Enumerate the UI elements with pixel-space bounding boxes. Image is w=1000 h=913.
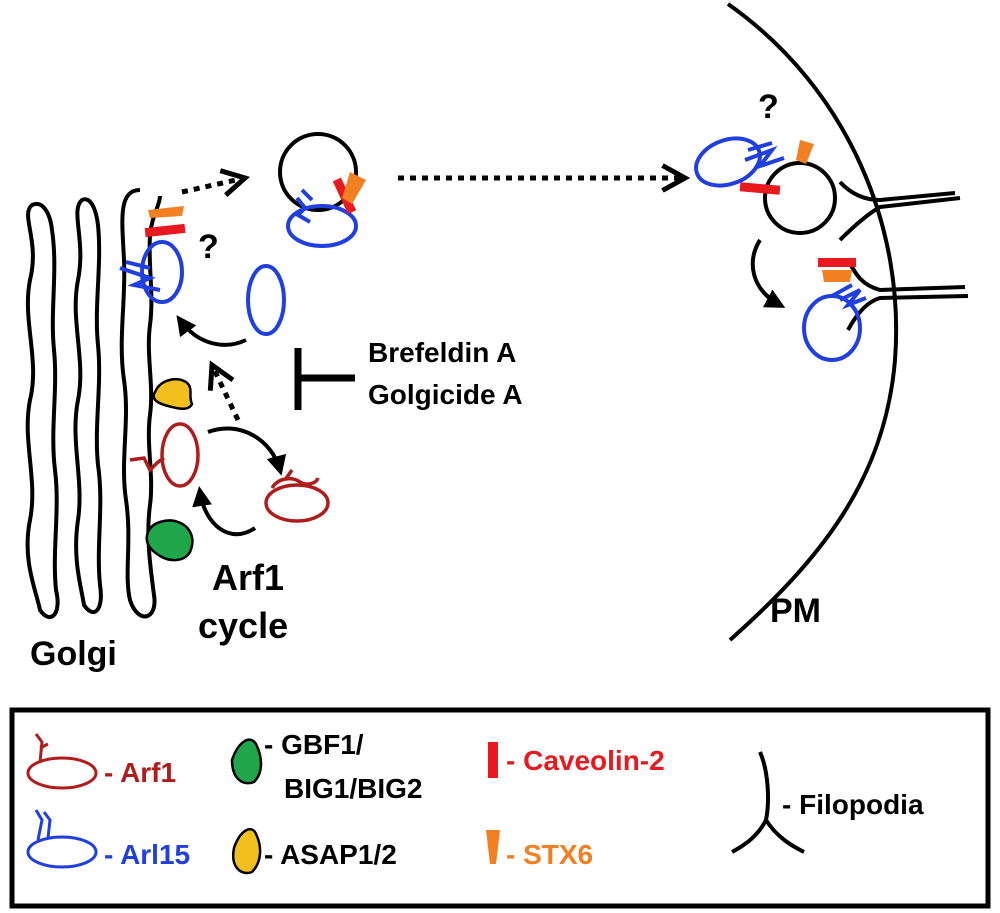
legend-asap-symbol (231, 828, 262, 875)
caveolin-2-markers (144, 177, 856, 267)
inhibitor-golgicide: Golgicide A (368, 379, 523, 410)
arl15-vesicle-top (286, 204, 358, 248)
legend-gbf1-label-1: - GBF1/ (264, 729, 364, 760)
legend-filopodia-symbol (731, 751, 805, 854)
inhibition-symbol (294, 348, 355, 410)
question-mark-pm: ? (758, 88, 779, 126)
legend-gbf1-label-2: BIG1/BIG2 (284, 773, 422, 804)
legend-caveolin-label: - Caveolin-2 (506, 745, 665, 776)
legend-arf1-label: - Arf1 (104, 757, 176, 788)
curved-arrows (176, 238, 786, 536)
dotted-arrows (181, 178, 685, 422)
filopodia-structures (838, 180, 969, 331)
arl15-vesicle-pm (694, 136, 762, 188)
dotted-arrow-up (212, 365, 241, 422)
filopodium-lower (846, 259, 969, 331)
arrow-pm-down (750, 238, 786, 308)
golgi-label: Golgi (30, 635, 117, 673)
legend-filopodia-label: - Filopodia (782, 789, 924, 820)
legend-arl15-label: - Arl15 (104, 839, 190, 870)
legend-caveolin-symbol (488, 742, 498, 778)
transport-vesicle (278, 132, 358, 212)
legend-arl15-symbol (26, 809, 98, 869)
arf1-cycle-label-1: Arf1 (212, 557, 284, 598)
plasma-membrane (726, 2, 899, 642)
golgi-cisterna-3 (119, 188, 162, 619)
legend-stx6-label: - STX6 (506, 839, 593, 870)
arl15-vesicle-free (246, 264, 286, 336)
gbf1-protein (145, 519, 194, 562)
arf1-vesicle-golgi (160, 422, 200, 488)
legend-arf1-symbol (26, 733, 98, 790)
stx6-markers (148, 140, 852, 282)
golgi-stack (25, 188, 162, 619)
legend-box (9, 707, 991, 909)
dotted-arrow-golgi-to-vesicle (181, 178, 245, 192)
arf1-vesicles (129, 422, 330, 523)
pm-label: PM (770, 592, 821, 630)
arl15-vesicle-golgi (140, 240, 184, 304)
arrow-to-arl15-golgi (176, 315, 247, 347)
question-mark-golgi: ? (198, 228, 219, 266)
legend-asap-label: - ASAP1/2 (264, 839, 397, 870)
arl15-vesicles (119, 136, 867, 362)
inhibitor-brefeldin: Brefeldin A (368, 337, 516, 368)
arf1-vesicle-cytosol (264, 483, 330, 523)
arrow-arf1-cycle-right (207, 426, 287, 476)
pm-vesicle (763, 161, 837, 235)
golgi-cisterna-2 (73, 197, 103, 614)
filopodium-upper (838, 180, 961, 242)
arf1-cycle-label-2: cycle (198, 605, 288, 646)
legend-gbf1-symbol (230, 738, 263, 785)
golgi-cisterna-1 (25, 201, 60, 619)
legend-stx6-symbol (486, 830, 500, 864)
arrow-arf1-cycle-left (192, 486, 257, 536)
asap-protein (152, 378, 194, 410)
